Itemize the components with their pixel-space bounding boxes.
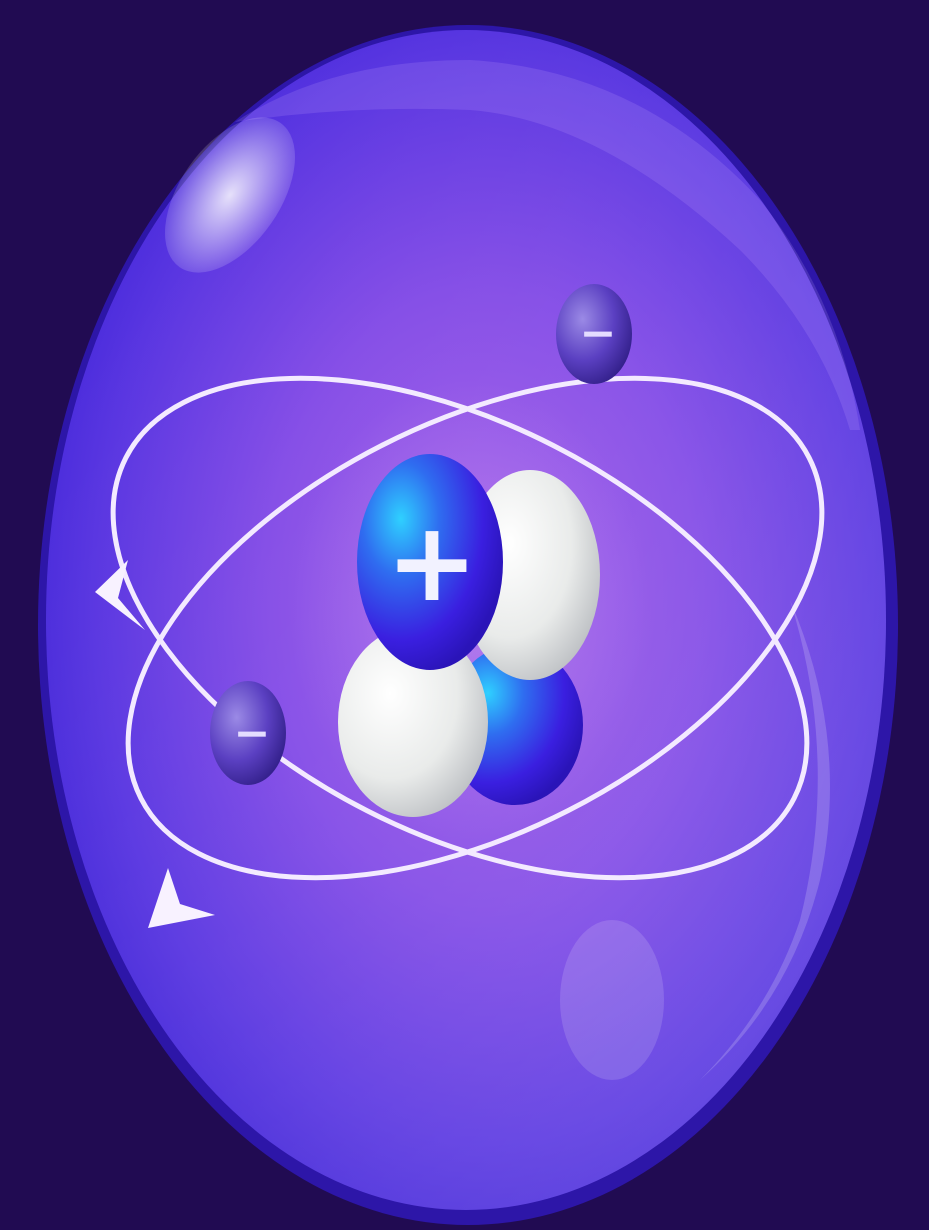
electron-sign: − bbox=[580, 308, 617, 359]
electron: − bbox=[210, 681, 286, 785]
proton-sign: + bbox=[386, 498, 478, 626]
electron: − bbox=[556, 284, 632, 384]
sphere-reflection bbox=[560, 920, 664, 1080]
nucleus: + bbox=[338, 454, 600, 817]
electron-sign: − bbox=[234, 708, 271, 759]
